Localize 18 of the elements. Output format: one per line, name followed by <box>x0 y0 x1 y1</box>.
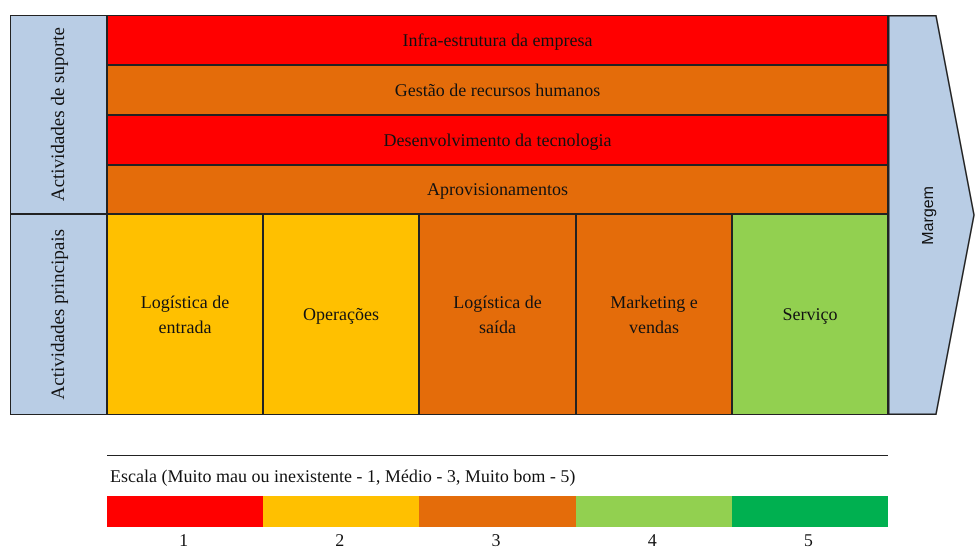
primary-activity-box: Logística de saída <box>419 214 576 415</box>
support-activity-band: Desenvolvimento da tecnologia <box>107 115 888 165</box>
primary-activity-box: Marketing e vendas <box>576 214 732 415</box>
scale-title: Escala (Muito mau ou inexistente - 1, Médio - 3, Muito bom - 5) <box>110 466 576 487</box>
scale-number: 5 <box>804 530 813 550</box>
scale-number: 4 <box>648 530 657 550</box>
scale-number: 2 <box>335 530 344 550</box>
margin-arrow: Margem <box>888 15 975 415</box>
primary-activity-box: Logística de entrada <box>107 214 263 415</box>
scale-number: 3 <box>492 530 500 550</box>
support-activity-band: Infra-estrutura da empresa <box>107 15 888 65</box>
row-header: Actividades de suporte <box>10 15 107 214</box>
support-activity-band: Gestão de recursos humanos <box>107 65 888 115</box>
row-header: Actividades principais <box>10 214 107 415</box>
primary-activity-box: Operações <box>263 214 419 415</box>
scale-number: 1 <box>179 530 188 550</box>
primary-activity-box: Serviço <box>732 214 888 415</box>
support-activity-band: Aprovisionamentos <box>107 165 888 214</box>
